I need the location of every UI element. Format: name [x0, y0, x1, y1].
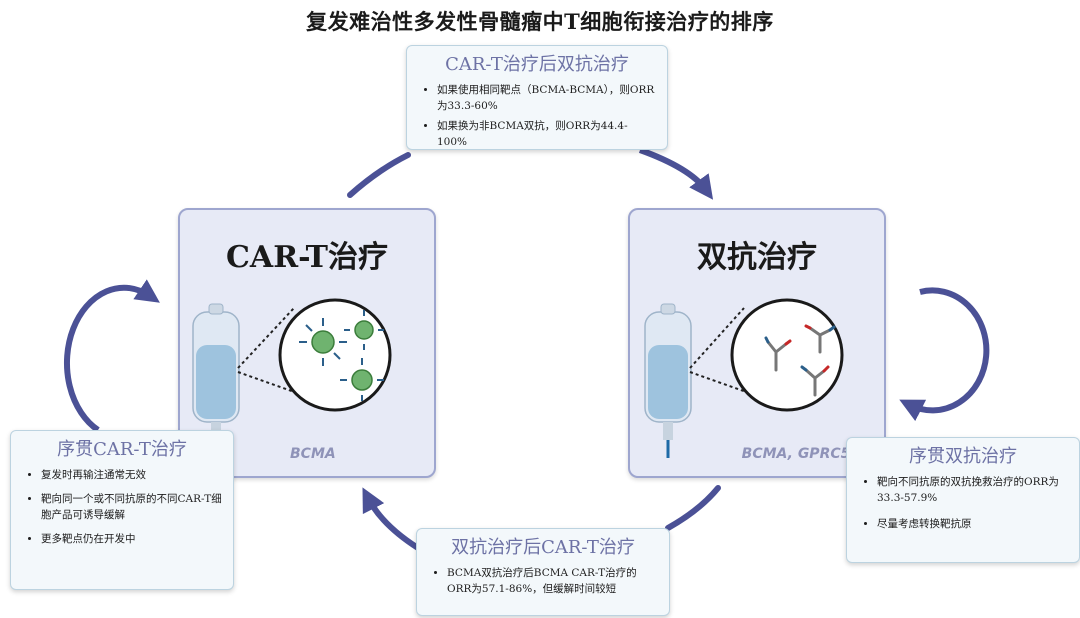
bispecific-then-car-t-title: 双抗治疗后CAR-T治疗 — [451, 537, 635, 558]
bispecific-then-car-t-box: 双抗治疗后CAR-T治疗 BCMA双抗治疗后BCMA CAR-T治疗的ORR为5… — [416, 528, 670, 616]
car-t-then-bispecific-box: CAR-T治疗后双抗治疗 如果使用相同靶点（BCMA-BCMA），则ORR为33… — [406, 45, 668, 150]
list-item: BCMA双抗治疗后BCMA CAR-T治疗的ORR为57.1-86%，但缓解时间… — [447, 565, 659, 597]
car-t-panel-title: CAR-T治疗 — [226, 240, 388, 275]
list-item: 复发时再输注通常无效 — [41, 467, 223, 483]
sequential-car-t-title: 序贯CAR-T治疗 — [57, 439, 187, 460]
bispecific-then-car-t-list: BCMA双抗治疗后BCMA CAR-T治疗的ORR为57.1-86%，但缓解时间… — [417, 565, 669, 597]
arrow-top-right — [638, 147, 714, 200]
list-item: 尽量考虑转换靶抗原 — [877, 516, 1069, 532]
list-item: 更多靶点仍在开发中 — [41, 531, 223, 547]
arrow-bottom-right — [665, 485, 721, 531]
list-item: 靶向同一个或不同抗原的不同CAR-T细胞产品可诱导缓解 — [41, 491, 223, 523]
list-item: 如果使用相同靶点（BCMA-BCMA），则ORR为33.3-60% — [437, 82, 657, 114]
bispecific-antibodies-icon — [764, 324, 836, 397]
zoom-lines-right-icon — [689, 307, 753, 395]
zoom-lines-left-icon — [237, 307, 301, 395]
iv-bag-right-icon — [644, 303, 692, 458]
page-title: 复发难治性多发性骨髓瘤中T细胞衔接治疗的排序 — [306, 9, 774, 34]
car-receptors-icon — [299, 310, 384, 401]
arrow-top-left — [347, 152, 411, 198]
sequential-bispecific-list: 靶向不同抗原的双抗挽救治疗的ORR为33.3-57.9% 尽量考虑转换靶抗原 — [847, 474, 1079, 532]
list-item: 如果换为非BCMA双抗，则ORR为44.4-100% — [437, 118, 657, 150]
sequential-car-t-box: 序贯CAR-T治疗 复发时再输注通常无效 靶向同一个或不同抗原的不同CAR-T细… — [10, 430, 234, 590]
car-t-then-bispecific-list: 如果使用相同靶点（BCMA-BCMA），则ORR为33.3-60% 如果换为非B… — [407, 82, 667, 150]
sequential-car-t-list: 复发时再输注通常无效 靶向同一个或不同抗原的不同CAR-T细胞产品可诱导缓解 更… — [11, 467, 233, 547]
arrow-bottom-left — [362, 487, 420, 551]
sequential-bispecific-box: 序贯双抗治疗 靶向不同抗原的双抗挽救治疗的ORR为33.3-57.9% 尽量考虑… — [846, 437, 1080, 563]
car-t-cells-icon — [311, 320, 374, 391]
car-t-then-bispecific-title: CAR-T治疗后双抗治疗 — [445, 54, 629, 75]
sequential-bispecific-title: 序贯双抗治疗 — [909, 446, 1017, 467]
list-item: 靶向不同抗原的双抗挽救治疗的ORR为33.3-57.9% — [877, 474, 1069, 506]
loop-arrow-left — [64, 279, 160, 433]
bispecific-target-label: BCMA, GPRC5D — [741, 446, 862, 462]
loop-arrow-right — [899, 287, 990, 422]
iv-bag-left-icon — [192, 303, 240, 458]
car-t-target-label: BCMA — [290, 446, 336, 462]
bispecific-panel-title: 双抗治疗 — [697, 240, 817, 275]
magnifier-right-icon — [730, 298, 844, 412]
